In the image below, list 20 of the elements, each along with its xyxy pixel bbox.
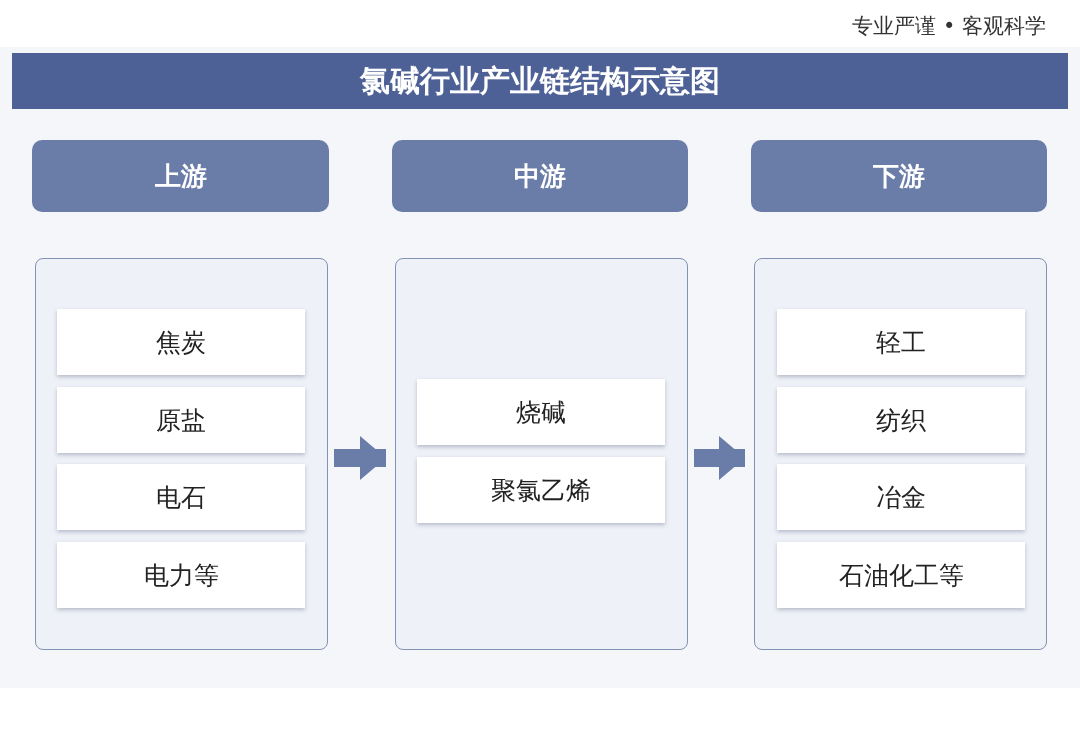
item-box: 石油化工等 (777, 542, 1025, 608)
item-box: 原盐 (57, 387, 305, 453)
slogan-text: 专业严谨 • 客观科学 (852, 13, 1046, 40)
stage-header: 中游 (392, 140, 688, 212)
stage-header: 上游 (32, 140, 329, 212)
item-box: 电力等 (57, 542, 305, 608)
stage-panel (35, 258, 328, 650)
title-bar: 氯碱行业产业链结构示意图 (12, 53, 1068, 109)
item-box: 轻工 (777, 309, 1025, 375)
item-box: 聚氯乙烯 (417, 457, 665, 523)
stage-panel (754, 258, 1047, 650)
stage-header: 下游 (751, 140, 1047, 212)
item-box: 冶金 (777, 464, 1025, 530)
item-box: 电石 (57, 464, 305, 530)
stage-panel (395, 258, 688, 650)
item-box: 纺织 (777, 387, 1025, 453)
flow-arrow (694, 436, 745, 480)
flow-arrow (334, 436, 386, 480)
item-box: 烧碱 (417, 379, 665, 445)
item-box: 焦炭 (57, 309, 305, 375)
